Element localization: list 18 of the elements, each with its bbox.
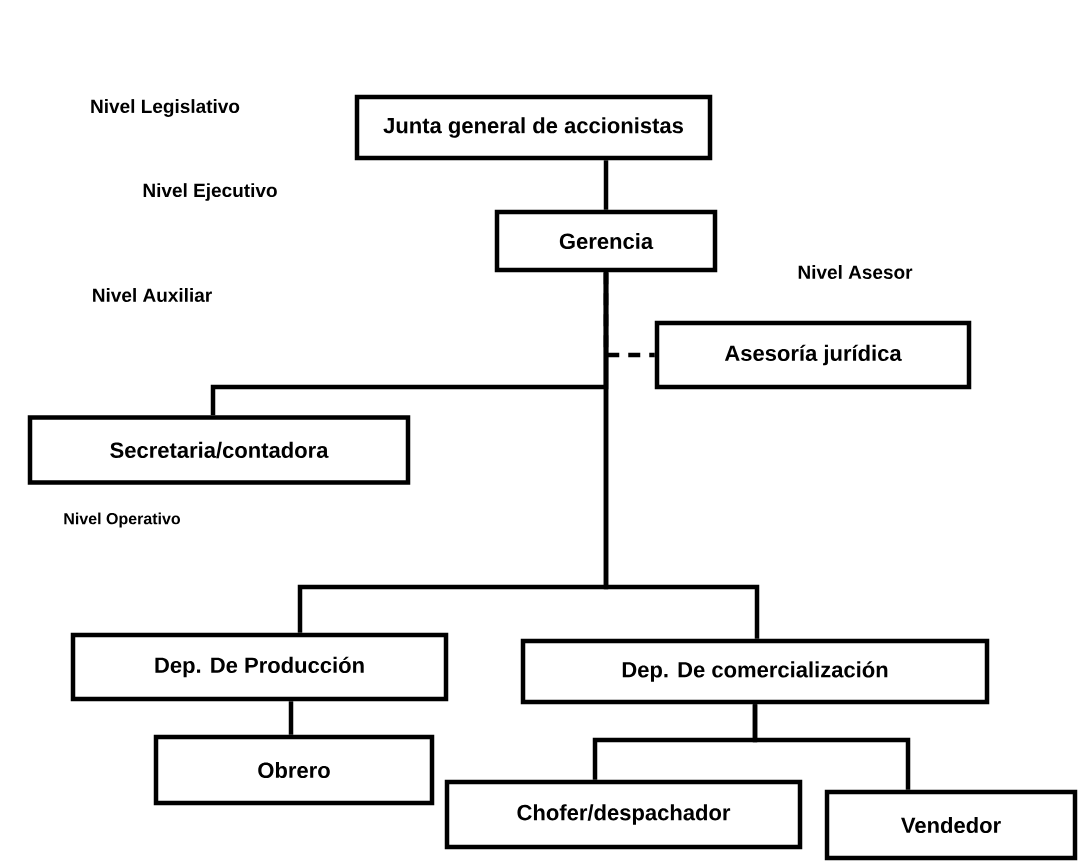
level-label: Nivel Operativo xyxy=(64,512,181,528)
level-label: Nivel Auxiliar xyxy=(93,288,212,302)
org-box: Junta general de accionistas xyxy=(354,94,713,161)
org-box: Chofer/despachador xyxy=(444,779,803,850)
level-label: Nivel Ejecutivo xyxy=(143,183,277,201)
org-box: Obrero xyxy=(153,734,435,806)
connector-line xyxy=(288,701,294,735)
connector-line xyxy=(603,160,609,210)
org-box: Secretaria/contadora xyxy=(27,415,411,485)
level-label: Nivel Asesor xyxy=(798,265,913,279)
connector-line xyxy=(603,272,760,639)
level-label: Nivel Legislativo xyxy=(91,99,240,117)
connector-line xyxy=(752,704,911,790)
org-box: Dep. De Producción xyxy=(70,632,449,702)
org-box: Asesoría jurídica xyxy=(654,320,972,390)
org-box: Dep. De comercialización xyxy=(520,638,990,705)
org-box: Vendedor xyxy=(824,789,1078,861)
org-box: Gerencia xyxy=(494,209,718,273)
